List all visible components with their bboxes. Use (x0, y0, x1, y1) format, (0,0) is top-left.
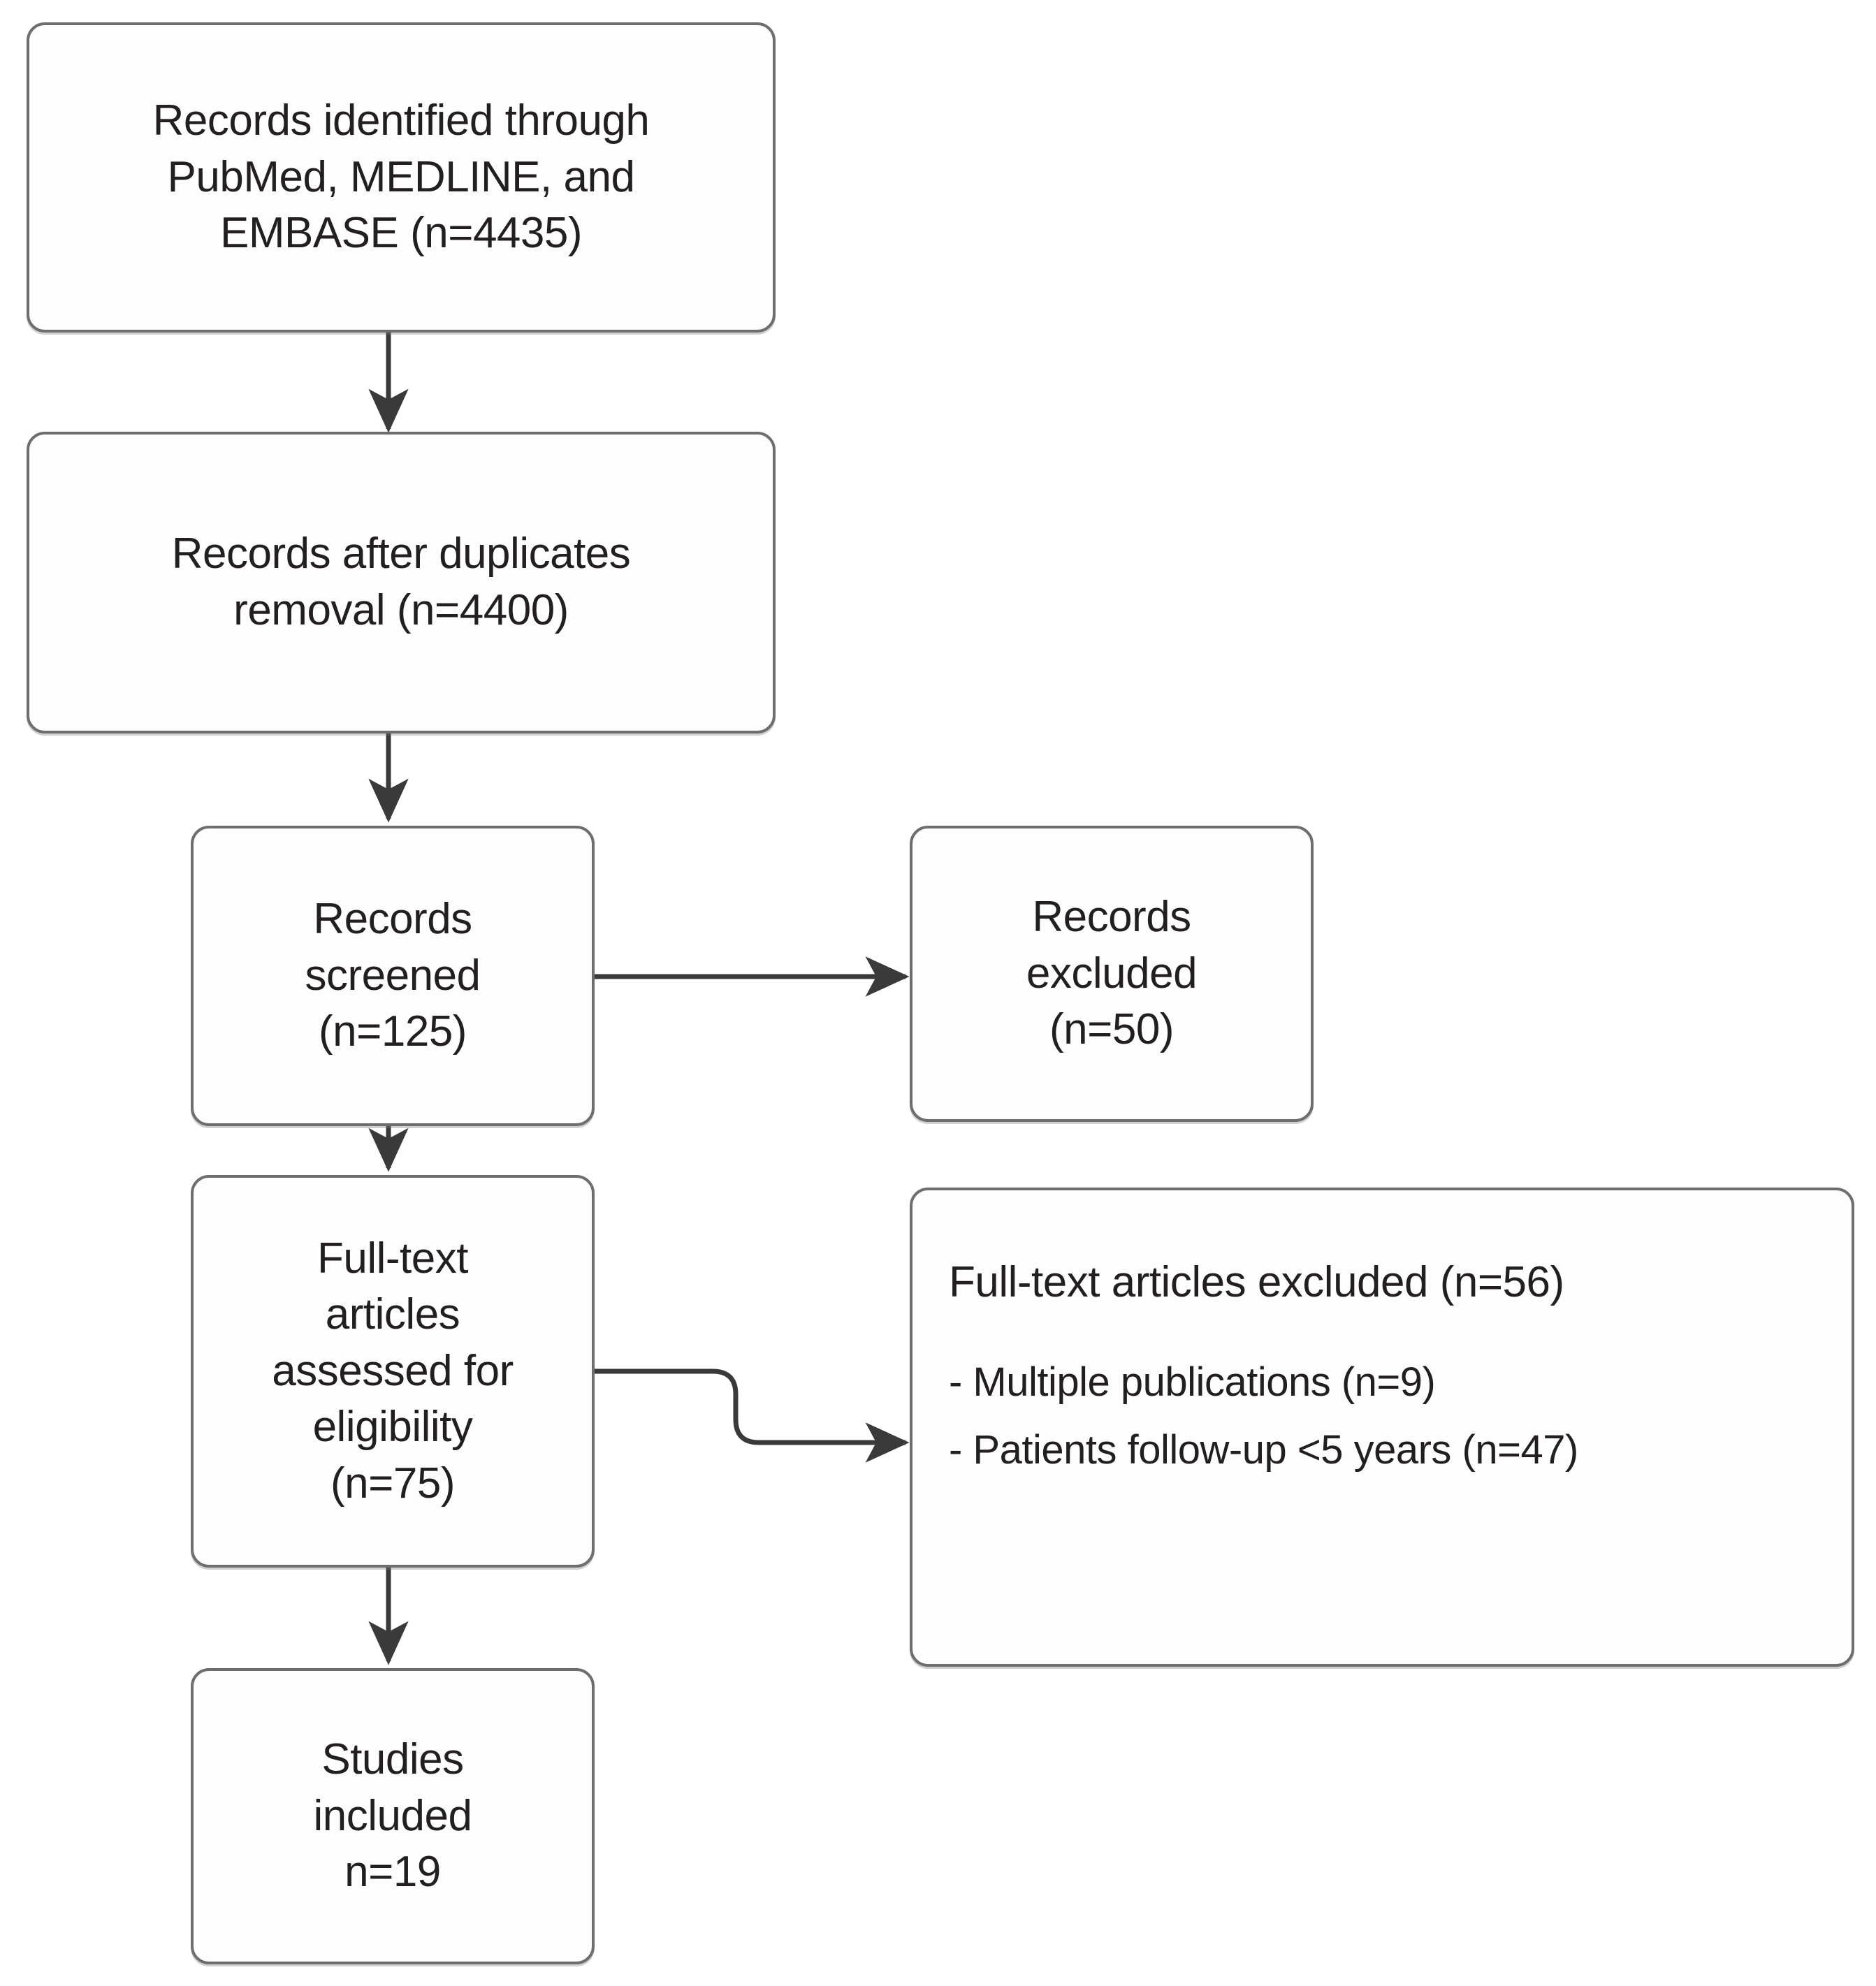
node-fulltext-excluded-reason-2: - Patients follow-up <5 years (n=47) (949, 1426, 1578, 1473)
node-records-after-duplicates[interactable]: Records after duplicates removal (n=4400… (27, 432, 776, 733)
node-fulltext-excluded-reason-1: - Multiple publications (n=9) (949, 1359, 1436, 1405)
node-fulltext-excluded-content: Full-text articles excluded (n=56) - Mul… (912, 1190, 1852, 1491)
node-fulltext-assessed-label: Full-text articles assessed for eligibil… (272, 1234, 514, 1507)
node-records-excluded-label: Records excluded (n=50) (1026, 893, 1198, 1054)
node-records-identified-label: Records identified through PubMed, MEDLI… (152, 96, 650, 258)
node-records-excluded[interactable]: Records excluded (n=50) (910, 826, 1314, 1122)
node-studies-included-label: Studies included n=19 (313, 1735, 472, 1897)
node-fulltext-excluded-heading: Full-text articles excluded (n=56) (949, 1258, 1564, 1306)
node-studies-included[interactable]: Studies included n=19 (191, 1668, 595, 1964)
edge-fulltext-assessed-to-fulltext-excluded (595, 1368, 910, 1463)
node-fulltext-assessed[interactable]: Full-text articles assessed for eligibil… (191, 1175, 595, 1568)
node-fulltext-excluded[interactable]: Full-text articles excluded (n=56) - Mul… (910, 1188, 1854, 1667)
node-records-after-duplicates-label: Records after duplicates removal (n=4400… (171, 530, 631, 634)
node-records-identified[interactable]: Records identified through PubMed, MEDLI… (27, 22, 776, 333)
node-records-screened-label: Records screened (n=125) (305, 895, 481, 1056)
node-records-screened[interactable]: Records screened (n=125) (191, 826, 595, 1126)
